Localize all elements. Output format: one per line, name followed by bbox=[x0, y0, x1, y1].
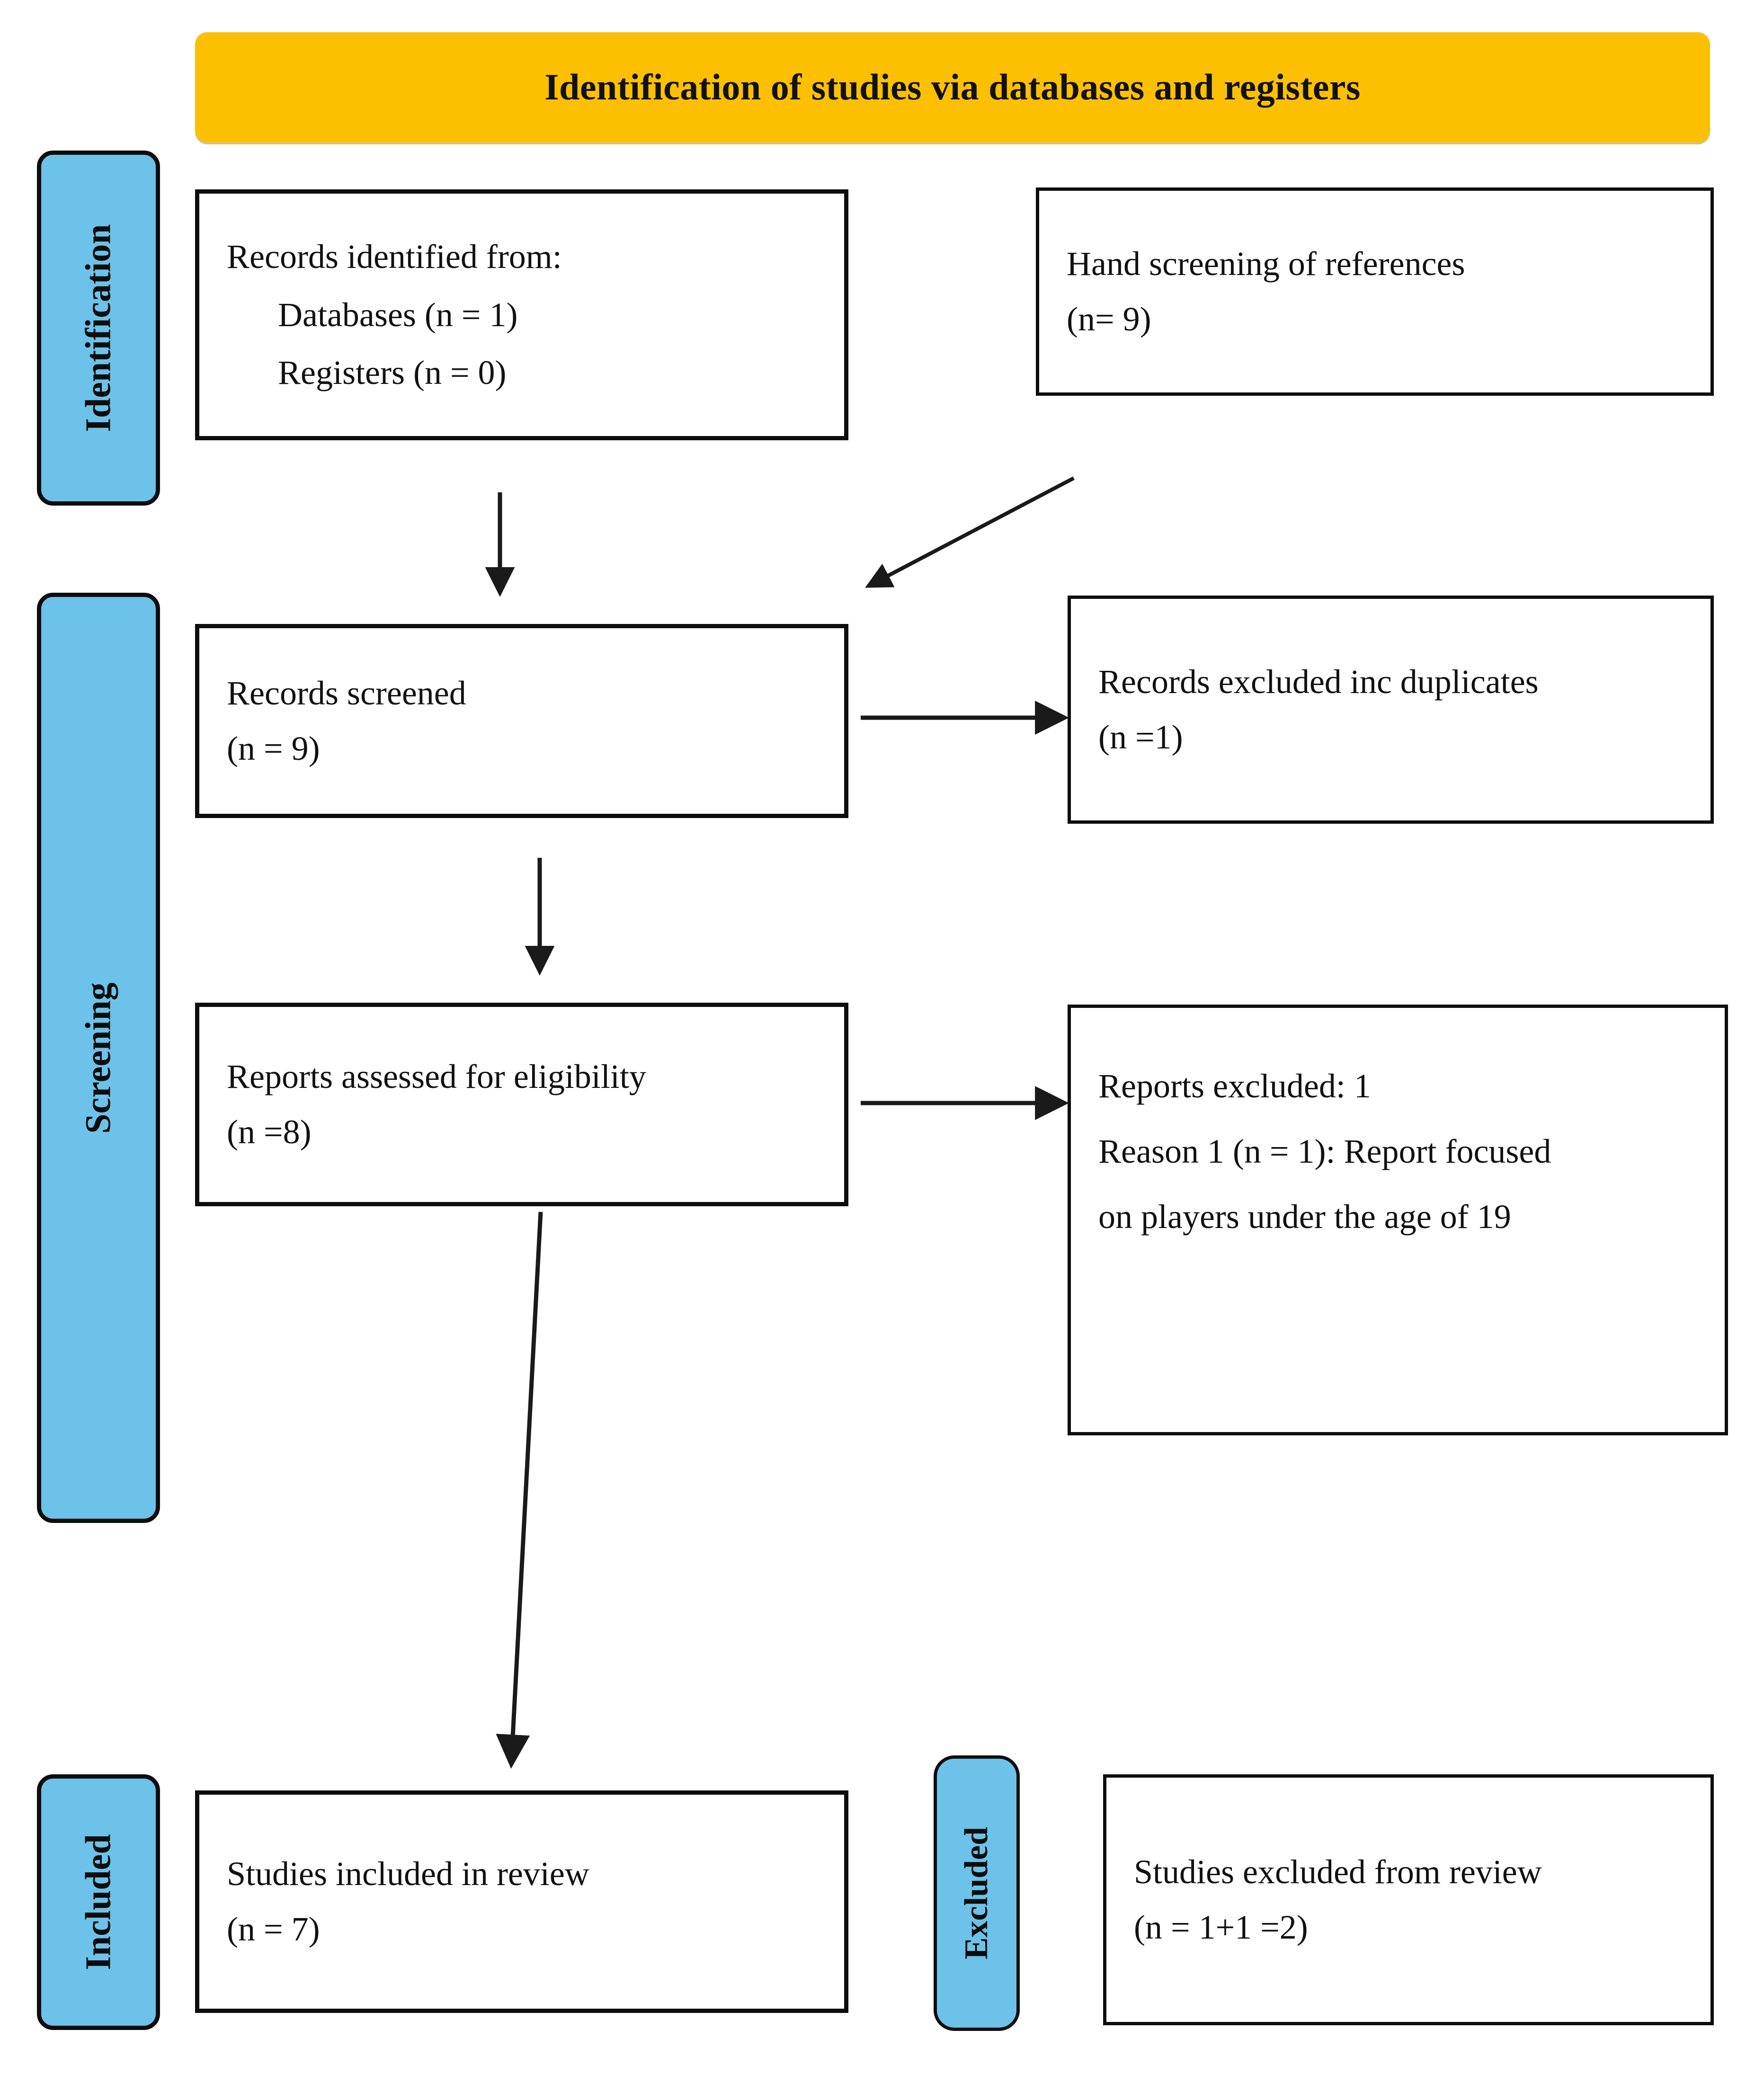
stage-tab-identification: Identification bbox=[37, 151, 160, 506]
box-studies-excluded-from-review: Studies excluded from review (n = 1+1 =2… bbox=[1103, 1774, 1714, 2025]
box-records-excluded: Records excluded inc duplicates (n =1) bbox=[1068, 596, 1714, 824]
diagram-header-banner: Identification of studies via databases … bbox=[195, 32, 1710, 142]
reports-assessed-line1: Reports assessed for eligibility bbox=[227, 1058, 646, 1096]
stage-tab-included: Included bbox=[37, 1774, 160, 2030]
arrow-assessed-to-included bbox=[496, 1211, 543, 1769]
box-records-identified: Records identified from: Databases (n = … bbox=[195, 189, 848, 440]
studies-excluded-line1: Studies excluded from review bbox=[1134, 1853, 1542, 1891]
box-reports-excluded: Reports excluded: 1 Reason 1 (n = 1): Re… bbox=[1068, 1005, 1728, 1435]
reports-excluded-reason: Reason 1 (n = 1): Report focused bbox=[1098, 1132, 1551, 1171]
arrow-handscreening-to-screened bbox=[865, 476, 1075, 588]
diagram-title: Identification of studies via databases … bbox=[544, 66, 1361, 108]
box-records-screened: Records screened (n = 9) bbox=[195, 624, 848, 818]
hand-screening-count: (n= 9) bbox=[1067, 300, 1151, 338]
records-excluded-line1: Records excluded inc duplicates bbox=[1098, 663, 1539, 701]
studies-excluded-count: (n = 1+1 =2) bbox=[1134, 1908, 1308, 1946]
hand-screening-line1: Hand screening of references bbox=[1067, 245, 1465, 283]
reports-excluded-line1: Reports excluded: 1 bbox=[1098, 1067, 1371, 1105]
reports-excluded-reason-cont: on players under the age of 19 bbox=[1098, 1198, 1511, 1236]
stage-tab-screening: Screening bbox=[37, 593, 160, 1523]
box-hand-screening-of-references: Hand screening of references (n= 9) bbox=[1036, 187, 1714, 396]
reports-assessed-count: (n =8) bbox=[227, 1113, 312, 1151]
records-screened-line1: Records screened bbox=[227, 674, 466, 712]
stage-tab-identification-label: Identification bbox=[79, 224, 118, 432]
records-identified-registers: Registers (n = 0) bbox=[278, 354, 507, 392]
box-reports-assessed-for-eligibility: Reports assessed for eligibility (n =8) bbox=[195, 1003, 848, 1206]
stage-tab-excluded: Excluded bbox=[934, 1755, 1020, 2031]
records-identified-databases: Databases (n = 1) bbox=[278, 295, 518, 334]
box-studies-included-in-review: Studies included in review (n = 7) bbox=[195, 1790, 848, 2013]
records-identified-line1: Records identified from: bbox=[227, 238, 562, 276]
studies-included-count: (n = 7) bbox=[227, 1910, 320, 1948]
stage-tab-screening-label: Screening bbox=[79, 982, 119, 1134]
records-excluded-count: (n =1) bbox=[1098, 718, 1183, 756]
stage-tab-excluded-label: Excluded bbox=[958, 1826, 995, 1960]
stage-tab-included-label: Included bbox=[79, 1834, 119, 1970]
records-screened-count: (n = 9) bbox=[227, 730, 320, 767]
studies-included-line1: Studies included in review bbox=[227, 1855, 589, 1893]
